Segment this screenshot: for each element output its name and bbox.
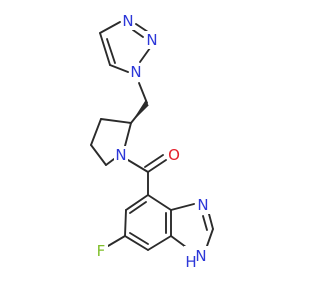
bond-c6-c7	[124, 235, 149, 251]
atom-label-n3: N	[122, 12, 133, 30]
bond-c3a-c4	[147, 194, 172, 211]
bond-pyrrolidine-c5-n	[105, 158, 115, 166]
imidazole-n-atom: N	[196, 196, 210, 214]
bond-c2-n1	[206, 228, 214, 247]
pyrrolidine-n-atom: N	[114, 146, 128, 164]
triazole-n3-atom: N	[121, 12, 135, 30]
bond-triazole-n1-n2	[139, 47, 151, 63]
bond-c7-c7a	[147, 235, 172, 251]
bond-triazole-n3-c4	[99, 21, 121, 34]
label-background	[121, 12, 135, 30]
bond-c4-c5	[125, 194, 149, 211]
atom-label-oxygen: O	[168, 146, 180, 164]
triazole-n1-atom: N	[129, 63, 143, 81]
label-background	[94, 242, 108, 260]
atom-label-n2: N	[146, 31, 157, 49]
bond-pyrrolidine-c2-c3	[100, 118, 132, 124]
atom-label-imidazole-nh-n: N	[195, 247, 206, 265]
imidazole-nh-atom: N H	[184, 246, 208, 271]
label-background	[184, 246, 208, 266]
bond-carbonyl-o	[147, 159, 167, 173]
bond-n-carbonyl	[127, 159, 149, 173]
bond-c3a-n3	[170, 203, 195, 211]
bond-triazole-c5-n1	[109, 64, 129, 73]
triazole-n2-atom: N	[145, 31, 159, 49]
label-background	[129, 63, 143, 81]
atom-label-pyrrolidine-n: N	[115, 146, 126, 164]
bond-c6-fluorine	[107, 235, 126, 247]
bond-c6-c7-double	[129, 232, 149, 245]
fluorine-atom: F	[94, 242, 108, 260]
bonds	[90, 21, 214, 254]
label-background	[196, 196, 210, 214]
bond-pyrrolidine-c4-c5	[90, 144, 107, 166]
bond-carbonyl-o-double	[144, 154, 164, 168]
atom-label-imidazole-n: N	[197, 196, 208, 214]
bond-pyrrolidine-c2-n	[124, 122, 132, 147]
atom-label-fluorine: F	[97, 242, 106, 260]
bond-triazole-c4-c5	[99, 32, 111, 66]
bond-c4-c5-double	[129, 201, 147, 214]
bond-triazole-n2-n3	[135, 23, 149, 33]
canvas-background	[0, 0, 300, 300]
bond-triazole-c4-c5-double	[106, 38, 116, 64]
molecule-structure: N N N N O N N H F	[0, 0, 300, 300]
label-background	[145, 31, 159, 49]
label-background	[114, 146, 128, 164]
bond-c5-c6	[124, 209, 127, 237]
bond-n3-c2	[208, 213, 214, 230]
bond-n1-ch2	[138, 82, 148, 104]
atom-labels: N N N N O N N H F	[94, 12, 210, 271]
carbonyl-oxygen-atom: O	[167, 146, 181, 164]
atom-label-imidazole-nh-h: H	[185, 253, 196, 271]
wedge-bond-stereocenter	[131, 100, 149, 123]
bond-pyrrolidine-c3-c4	[90, 118, 102, 146]
label-background	[167, 146, 181, 164]
bond-n3-c2-double	[202, 215, 208, 231]
bond-triazole-n2-n3-double	[132, 29, 144, 38]
atom-label-n1: N	[130, 63, 141, 81]
